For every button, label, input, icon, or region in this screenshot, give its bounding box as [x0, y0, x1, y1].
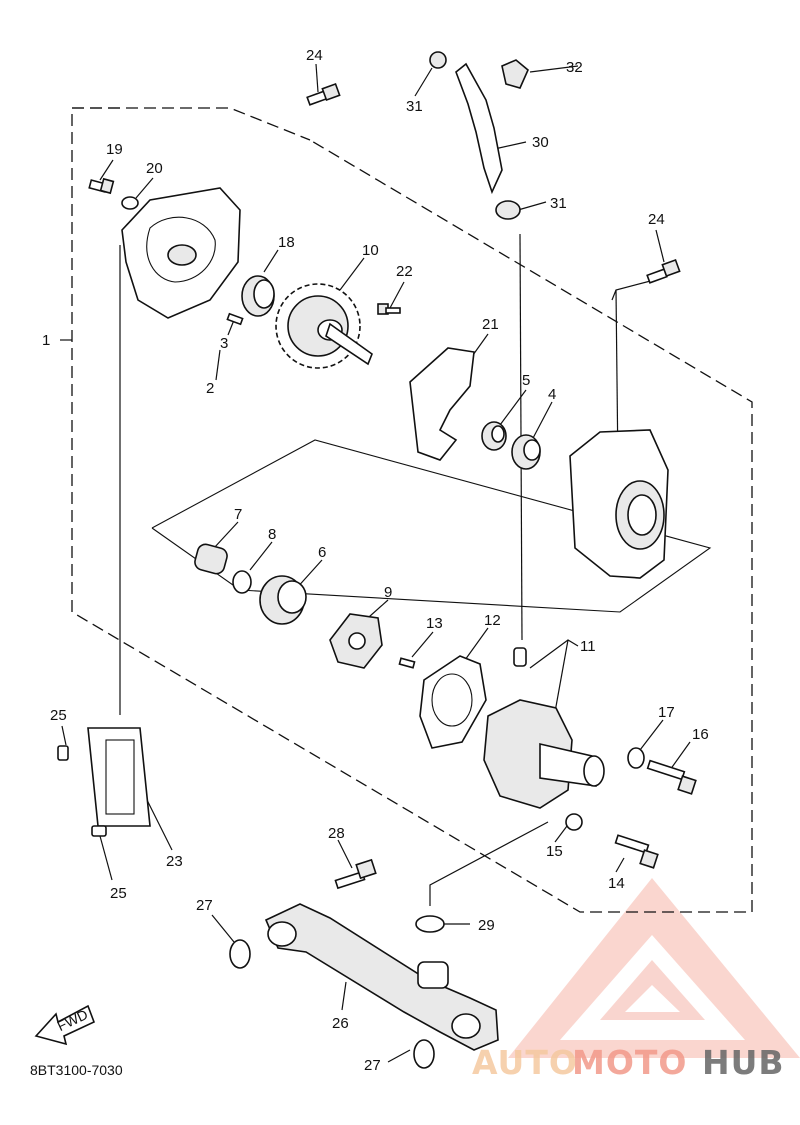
part-6-mechanical-seal	[259, 575, 307, 625]
part-31-clamp-top	[429, 51, 447, 69]
part-25-pin-bottom	[91, 825, 107, 837]
callout-25b: 25	[110, 885, 127, 902]
part-24-bolt-right	[646, 258, 681, 284]
callout-17: 17	[658, 704, 675, 721]
callout-10: 10	[362, 242, 379, 259]
catalog-code: 8BT3100-7030	[30, 1062, 123, 1078]
fwd-arrow-icon: FWD	[34, 1004, 96, 1046]
callout-5: 5	[522, 372, 530, 389]
part-pump-body	[569, 429, 669, 579]
callout-18: 18	[278, 234, 295, 251]
callout-29: 29	[478, 917, 495, 934]
callout-32: 32	[566, 59, 583, 76]
callout-26: 26	[332, 1015, 349, 1032]
assembly-outline	[71, 107, 753, 913]
part-17-washer	[627, 747, 645, 769]
part-15-washer	[565, 813, 583, 831]
part-27-oring-top	[229, 939, 251, 969]
callout-27a: 27	[196, 897, 213, 914]
callout-19: 19	[106, 141, 123, 158]
watermark-logo	[508, 878, 800, 1058]
part-26-pipe	[264, 903, 499, 1051]
part-7-collar	[194, 543, 228, 575]
part-4-bearing	[511, 434, 541, 470]
watermark-part-moto: MOTO	[572, 1043, 687, 1082]
callout-31a: 31	[406, 98, 423, 115]
part-27-oring-bottom	[413, 1039, 435, 1069]
part-22-bolt	[377, 303, 401, 315]
callout-13: 13	[426, 615, 443, 632]
part-25-pin-top	[57, 745, 69, 761]
callout-11: 11	[580, 638, 596, 655]
callout-labels: 1 2 3 4 5 6 7 8 9 10 11 12 13 14 15 16 1…	[42, 47, 709, 1074]
part-23-gasket	[87, 727, 151, 827]
part-8-washer	[232, 570, 252, 594]
callout-31b: 31	[550, 195, 567, 212]
callout-7: 7	[234, 506, 242, 523]
part-19-bolt	[88, 177, 115, 195]
callout-4: 4	[548, 386, 556, 403]
callout-22: 22	[396, 263, 413, 280]
part-3-pin	[226, 312, 244, 326]
callout-28: 28	[328, 825, 345, 842]
part-5-seal	[481, 421, 507, 451]
part-32-clip	[501, 59, 529, 89]
part-13-pin	[398, 657, 416, 669]
callout-15: 15	[546, 843, 563, 860]
callout-3: 3	[220, 335, 228, 352]
callout-12: 12	[484, 612, 501, 629]
callout-25a: 25	[50, 707, 67, 724]
part-21-plate	[409, 347, 475, 461]
callout-2: 2	[206, 380, 214, 397]
part-24-bolt-top	[306, 82, 341, 106]
callout-8: 8	[268, 526, 276, 543]
part-30-hose	[455, 62, 503, 195]
callout-6: 6	[318, 544, 326, 561]
callout-27b: 27	[364, 1057, 381, 1074]
part-18-bearing	[241, 275, 275, 317]
part-14-bolt	[614, 834, 659, 869]
part-cover-housing	[121, 187, 241, 319]
callout-14: 14	[608, 875, 625, 892]
callout-23: 23	[166, 853, 183, 870]
part-12-gasket	[419, 655, 487, 749]
callout-9: 9	[384, 584, 392, 601]
part-20-washer	[121, 196, 139, 210]
callout-1: 1	[42, 332, 50, 349]
part-10-gear-shaft	[275, 283, 373, 369]
part-16-bolt	[646, 759, 697, 795]
watermark-text: AUTO MOTO HUB	[472, 1043, 785, 1082]
callout-16: 16	[692, 726, 709, 743]
part-29-oring	[415, 915, 445, 933]
part-11-pump-cover	[483, 647, 605, 809]
callout-24b: 24	[648, 211, 665, 228]
part-28-bolt	[334, 858, 377, 890]
part-9-impeller	[329, 613, 383, 669]
watermark-part-hub: HUB	[702, 1043, 785, 1082]
callout-21: 21	[482, 316, 499, 333]
part-31-clamp-bottom	[495, 200, 521, 220]
callout-20: 20	[146, 160, 163, 177]
callout-30: 30	[532, 134, 549, 151]
callout-24a: 24	[306, 47, 323, 64]
watermark-part-auto: AUTO	[472, 1043, 578, 1082]
